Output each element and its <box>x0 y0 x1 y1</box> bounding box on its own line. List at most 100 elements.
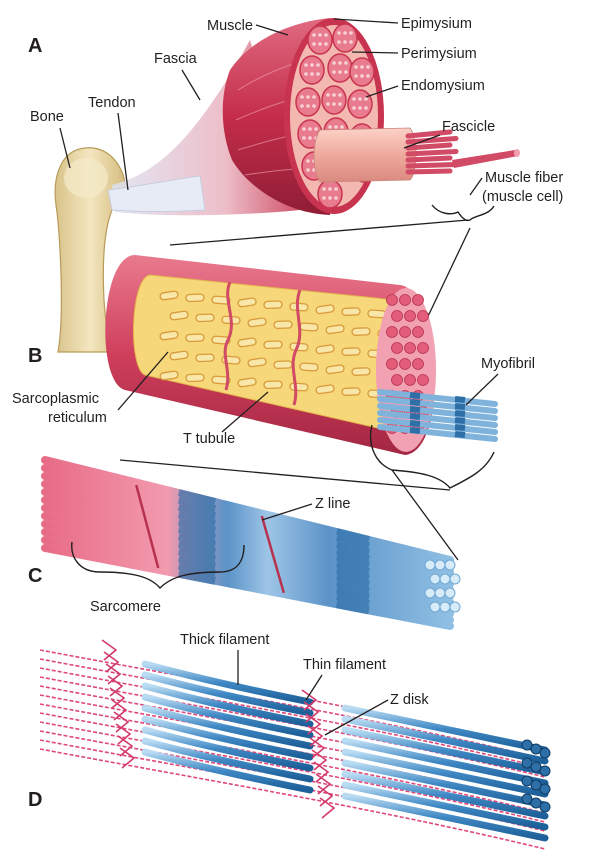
label-perimysium: Perimysium <box>401 46 477 62</box>
thick-filament-end <box>540 766 550 776</box>
panel-label-d: D <box>28 789 42 811</box>
sr-segment <box>196 314 214 322</box>
myofibril-band <box>455 420 465 421</box>
thick-filament-end <box>522 776 532 786</box>
thick-filament-end <box>522 794 532 804</box>
thick-filament <box>345 730 545 772</box>
myofibril-band <box>410 416 420 417</box>
thick-filament-end <box>531 798 541 808</box>
myofibril-band <box>455 427 465 428</box>
label-epimysium: Epimysium <box>401 16 472 32</box>
fiber-dot <box>318 33 322 37</box>
fascicle-section <box>333 24 357 52</box>
label-sarcoplasmic-1: Sarcoplasmic <box>12 391 99 407</box>
panel-b <box>105 255 495 455</box>
fiber-dot <box>314 127 318 131</box>
label-fascia: Fascia <box>154 51 198 67</box>
fascicle-fiber <box>408 139 456 143</box>
fiber-dot <box>306 95 310 99</box>
myofibril-c-end <box>430 602 440 612</box>
sr-segment <box>352 328 370 336</box>
fiber-dot <box>324 42 328 46</box>
fiber-dot <box>349 31 353 35</box>
fiber-dot <box>337 31 341 35</box>
fiber-dot <box>310 72 314 76</box>
fiber-dot <box>326 93 330 97</box>
myofibril-c-end <box>435 560 445 570</box>
sr-segment <box>300 323 318 331</box>
thick-filament-end <box>522 758 532 768</box>
fiber-dot <box>338 61 342 65</box>
fiber-dot <box>337 40 341 44</box>
thick-filament-end <box>522 740 532 750</box>
label-thick-filament: Thick filament <box>180 632 269 648</box>
label-sarcoplasmic-2: reticulum <box>48 410 107 426</box>
fascicle-section <box>348 90 372 118</box>
thick-filament <box>345 796 545 838</box>
fascicle-section <box>300 56 324 84</box>
fiber-dot <box>343 40 347 44</box>
myofibril-end <box>392 311 403 322</box>
label-fascicle: Fascicle <box>442 119 495 135</box>
panel-label-b: B <box>28 345 42 367</box>
fiber-dot <box>306 104 310 108</box>
myofibril-end <box>418 343 429 354</box>
fiber-dot <box>354 65 358 69</box>
myofibril-c-end <box>440 574 450 584</box>
leader-thin-filament <box>306 675 322 700</box>
label-muscle-fiber-2: (muscle cell) <box>482 189 563 205</box>
label-muscle: Muscle <box>207 18 253 34</box>
sr-segment <box>196 354 214 362</box>
thick-filament <box>345 719 545 761</box>
fascicle-fiber <box>408 171 450 172</box>
zoom-line-a-b-top <box>170 220 468 245</box>
sr-segment <box>264 341 282 349</box>
fiber-dot <box>312 42 316 46</box>
thick-filament-end <box>531 762 541 772</box>
sr-segment <box>290 383 308 391</box>
label-thin-filament: Thin filament <box>303 657 386 673</box>
fiber-dot <box>312 104 316 108</box>
myofibril-end <box>392 343 403 354</box>
myofibril-c-end <box>445 588 455 598</box>
leader-muscle-fiber <box>470 178 482 195</box>
fiber-dot <box>302 136 306 140</box>
fiber-dot <box>358 106 362 110</box>
myofibril-band <box>455 399 465 400</box>
fiber-dot <box>326 102 330 106</box>
sr-segment <box>186 334 204 342</box>
myofibril-end <box>418 375 429 386</box>
myofibril-end <box>387 327 398 338</box>
fiber-dot <box>312 33 316 37</box>
fiber-dot <box>332 93 336 97</box>
myofibril-c-end <box>450 602 460 612</box>
fiber-dot <box>354 74 358 78</box>
fiber-dot <box>306 159 310 163</box>
thick-filament <box>345 752 545 794</box>
fiber-dot <box>344 70 348 74</box>
zoom-line-b-c-top <box>120 460 450 490</box>
myofibril-band <box>410 402 420 403</box>
brace-muscle-fiber <box>432 205 494 221</box>
myofibril-end <box>405 375 416 386</box>
label-z-disk: Z disk <box>390 692 429 708</box>
fiber-dot <box>364 97 368 101</box>
fiber-dot <box>338 93 342 97</box>
fiber-dot <box>328 125 332 129</box>
label-sarcomere: Sarcomere <box>90 599 161 615</box>
fiber-dot <box>304 72 308 76</box>
fascicle-section <box>318 180 342 208</box>
myofibril-end <box>413 295 424 306</box>
fiber-dot <box>360 74 364 78</box>
muscle-fiber-strand <box>452 150 518 168</box>
myofibril-c-end <box>430 574 440 584</box>
thick-filament <box>345 774 545 816</box>
fiber-dot <box>300 104 304 108</box>
myofibril-end <box>387 295 398 306</box>
myofibril-end <box>392 375 403 386</box>
fascicle-section <box>328 54 352 82</box>
label-muscle-fiber-1: Muscle fiber <box>485 170 563 186</box>
sr-segment <box>352 368 370 376</box>
z-disk-lattice <box>102 640 116 660</box>
